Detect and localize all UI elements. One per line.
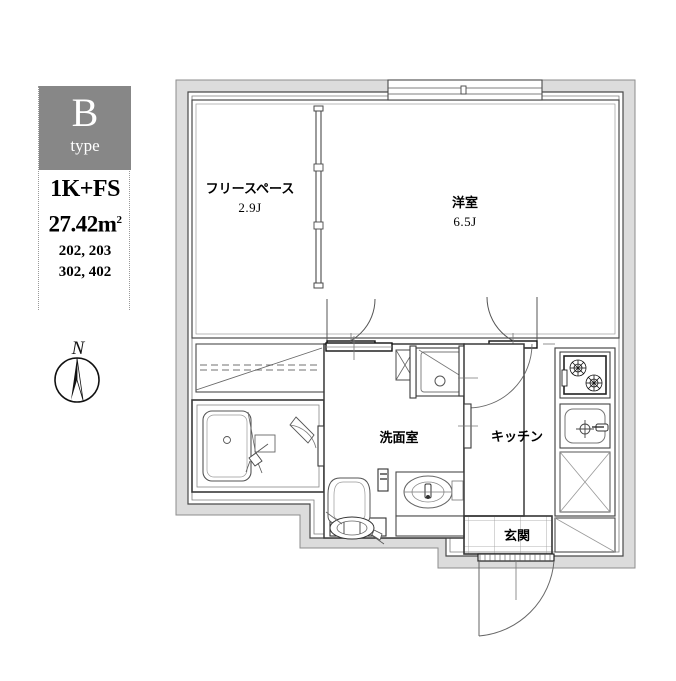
label-entrance: 玄関: [504, 528, 530, 544]
bathtub: [202, 410, 252, 482]
label-free-space: フリースペース: [206, 182, 295, 197]
label-washroom: 洗面室: [379, 430, 418, 446]
label-free-space-size: 2.9J: [238, 200, 261, 215]
plan-area-value: 27.42m: [48, 211, 117, 237]
plan-area: 27.42m2: [39, 206, 131, 239]
bathroom-unit: [191, 399, 326, 493]
closet-area: [195, 343, 325, 393]
plan-layout-name: 1K+FS: [50, 176, 120, 202]
bathroom-mirror: [254, 434, 276, 453]
washroom-area: [323, 336, 467, 545]
toilet: [325, 477, 387, 545]
plan-type-word: type: [70, 136, 100, 155]
cooktop: [559, 351, 611, 399]
vanity-washbasin: [377, 468, 465, 517]
compass-rose: N: [48, 336, 108, 408]
room-labels-group: フリースペース 2.9J 洋室 6.5J 洗面室 キッチン 玄関: [206, 182, 543, 544]
washroom-sliding-door[interactable]: [325, 336, 393, 360]
label-western-room: 洋室: [452, 195, 478, 211]
unit-numbers-line-1: 202, 203: [58, 243, 112, 259]
washing-machine-pan: [415, 347, 467, 397]
compass-north-label: N: [71, 338, 86, 359]
towel-rail: [377, 468, 389, 492]
unit-numbers-line-2: 302, 402: [58, 264, 112, 280]
plan-type-letter: B: [71, 90, 99, 135]
plan-type-header: B type: [39, 86, 131, 170]
plan-unit-numbers: 202, 203 302, 402: [39, 241, 131, 283]
shower-fixture: [245, 411, 269, 474]
room-partition-sliding: [313, 105, 324, 289]
bathroom-door[interactable]: [289, 416, 317, 449]
compass-needle-dark: [71, 358, 77, 400]
plan-info-panel: B type 1K+FS 27.42m2 202, 203 302, 402: [38, 86, 131, 310]
refrigerator-space: [554, 517, 616, 553]
vanity-drawer: [395, 515, 465, 537]
kitchen-sink: [559, 403, 611, 449]
kitchen-cabinet: [559, 451, 611, 513]
plan-area-unit-exponent: 2: [116, 214, 122, 226]
entrance-door[interactable]: [477, 553, 555, 637]
kitchen-counter: [554, 347, 616, 517]
kitchen-door[interactable]: [458, 343, 533, 449]
label-kitchen: キッチン: [491, 430, 543, 445]
upper-rooms-group: [191, 79, 620, 339]
entrance-area: [463, 515, 555, 637]
kitchen-area: [458, 343, 616, 553]
top-window: [387, 79, 543, 101]
label-western-room-size: 6.5J: [453, 214, 476, 229]
